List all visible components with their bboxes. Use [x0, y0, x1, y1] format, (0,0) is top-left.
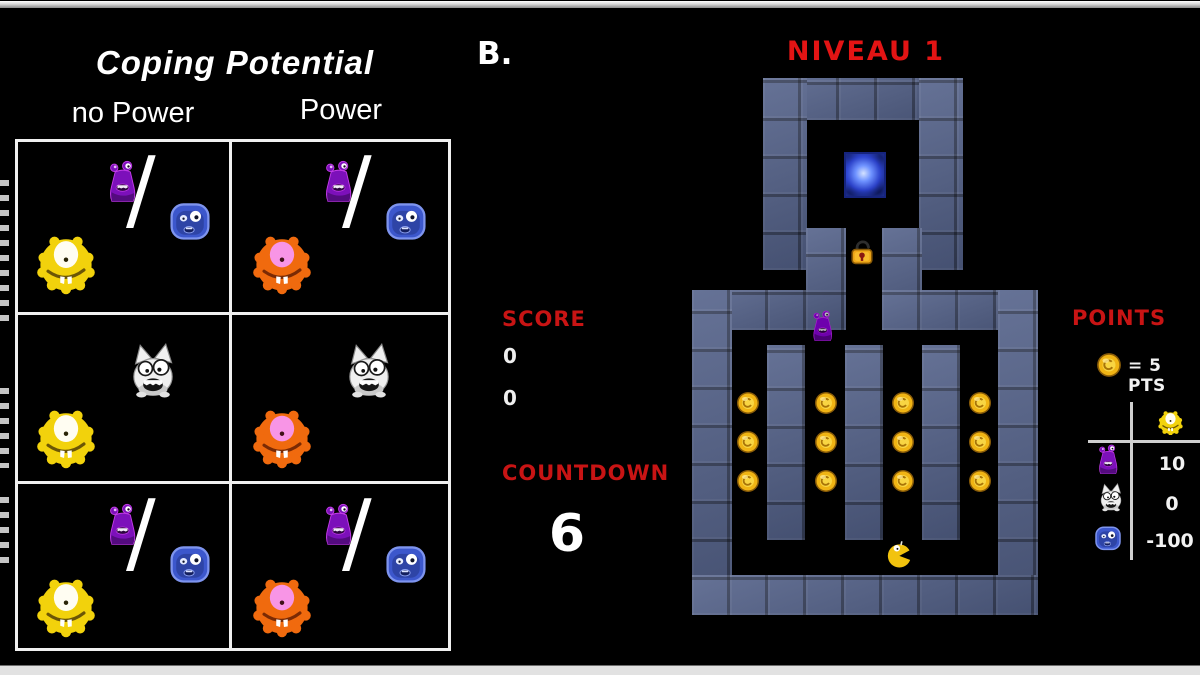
wall-block [692, 575, 1038, 615]
wall-block [763, 78, 807, 270]
coping-cell-r1-no-power: / [18, 142, 228, 308]
score-value-1: 0 [503, 344, 517, 368]
countdown-label: COUNTDOWN [502, 461, 670, 485]
wall-block [922, 345, 960, 540]
white-monster-icon [1096, 482, 1126, 514]
coin-rule-text: = 5 PTS [1128, 356, 1166, 396]
coin-icon [968, 391, 992, 415]
wall-block [692, 290, 732, 615]
coping-table-column-divider [229, 139, 232, 651]
points-value-purple: 10 [1158, 453, 1186, 475]
gem-icon [844, 152, 886, 198]
coin-icon [891, 469, 915, 493]
coin-icon [1096, 352, 1122, 378]
slash-divider: / [126, 481, 156, 584]
points-table-vline [1130, 402, 1133, 560]
points-table-hline [1088, 440, 1200, 443]
purple-monster-icon [1092, 443, 1125, 478]
level-title: NIVEAU 1 [786, 36, 946, 67]
coin-icon [891, 391, 915, 415]
wall-block [998, 290, 1038, 615]
wall-block [767, 345, 805, 540]
clipped-vertical-text [0, 388, 9, 468]
column-header-power: Power [299, 94, 383, 126]
clipped-vertical-text [0, 180, 9, 325]
points-title: POINTS [1072, 306, 1167, 330]
coping-cell-r3-no-power: / [18, 485, 228, 651]
coping-table-row-divider-2 [15, 481, 451, 484]
coping-cell-r3-power: / [234, 485, 444, 651]
enemy-purple-monster-icon [806, 308, 840, 346]
coin-icon [814, 469, 838, 493]
coping-potential-title: Coping Potential [95, 44, 375, 81]
wall-block [845, 345, 883, 540]
blue-monster-icon [1092, 523, 1124, 553]
countdown-value: 6 [548, 504, 586, 564]
bottom-divider-bar [0, 665, 1200, 675]
coin-icon [736, 391, 760, 415]
column-header-no-power: no Power [71, 97, 195, 129]
panel-b-label: B. [477, 36, 513, 72]
score-label: SCORE [502, 307, 586, 331]
coin-icon [814, 430, 838, 454]
slash-divider: / [126, 138, 156, 241]
points-value-blue: -100 [1146, 530, 1194, 552]
coin-icon [814, 391, 838, 415]
points-value-white: 0 [1165, 493, 1179, 515]
coin-icon [736, 469, 760, 493]
coin-icon [968, 430, 992, 454]
wall-block [919, 78, 963, 270]
score-value-2: 0 [503, 386, 517, 410]
slash-divider: / [342, 481, 372, 584]
coping-table-border [15, 139, 451, 651]
yellow-monster-icon [1157, 408, 1184, 435]
coping-table-row-divider-1 [15, 312, 451, 315]
lock-icon [849, 236, 875, 268]
coin-icon [736, 430, 760, 454]
top-divider-bar [0, 1, 1200, 8]
slash-divider: / [342, 138, 372, 241]
coping-cell-r1-power: / [234, 142, 444, 308]
coin-icon [891, 430, 915, 454]
player-character-icon [884, 538, 916, 570]
clipped-vertical-text [0, 497, 9, 563]
coin-icon [968, 469, 992, 493]
